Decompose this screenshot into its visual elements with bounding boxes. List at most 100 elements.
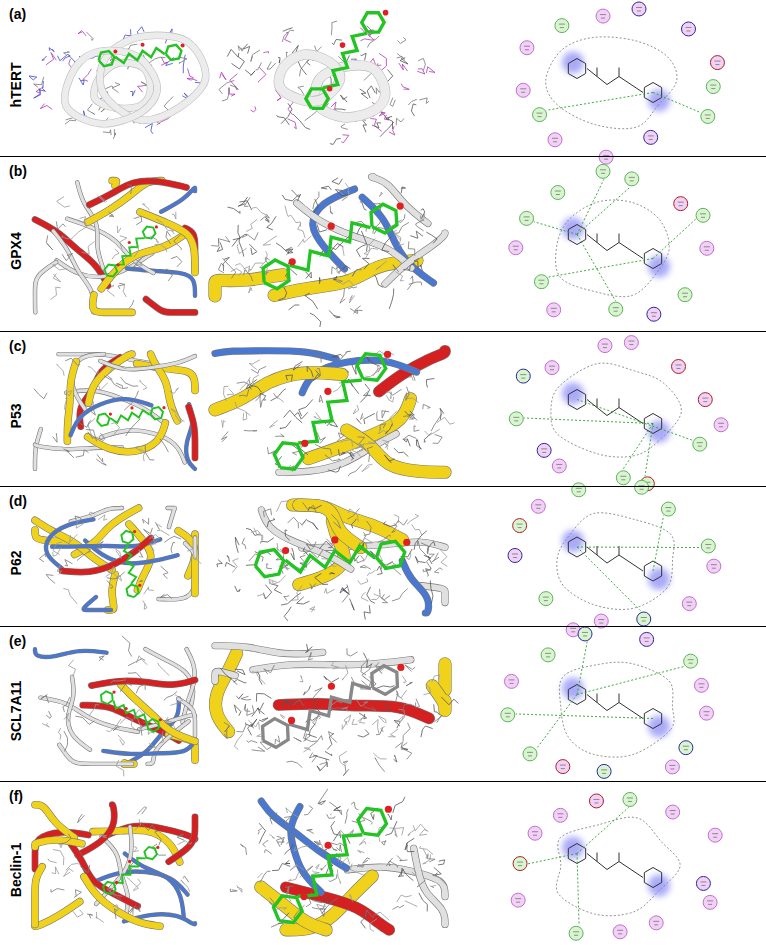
atom-stick: [402, 676, 406, 684]
atom-stick: [79, 78, 84, 85]
residue-mark: [630, 180, 634, 181]
atom-stick: [116, 760, 124, 777]
atom-stick: [327, 814, 335, 818]
atom-stick: [353, 405, 359, 414]
atom-stick: [420, 213, 425, 221]
ligand-ring: [147, 719, 159, 732]
atom-stick: [317, 841, 323, 849]
atom-stick: [165, 717, 175, 729]
atom-stick: [275, 434, 284, 437]
residue-mark: [708, 904, 712, 905]
loop-ribbon: [385, 233, 445, 284]
helix-ribbon: [78, 805, 115, 855]
atom-stick: [273, 575, 286, 584]
residue-disc: [597, 764, 611, 778]
atom-stick: [48, 859, 57, 863]
atom-stick: [317, 369, 320, 376]
residue-mark: [518, 865, 522, 866]
atom-stick: [342, 707, 349, 712]
atom-stick: [113, 905, 118, 913]
residue-mark: [702, 398, 708, 399]
oxygen-atom: [133, 530, 136, 533]
atom-stick: [137, 656, 148, 665]
atom-stick: [307, 520, 318, 529]
residue-disc: [710, 56, 724, 70]
atom-stick: [249, 360, 260, 370]
residue-mark: [700, 881, 706, 882]
protein-name: P53: [8, 403, 24, 428]
atom-stick: [351, 519, 356, 528]
residue-disc: [523, 747, 537, 761]
residue-mark: [614, 311, 618, 312]
atom-stick: [294, 737, 302, 741]
ligand-ring: [166, 45, 182, 60]
atom-stick: [360, 89, 368, 99]
atom-stick: [376, 261, 387, 270]
atom-stick: [371, 594, 379, 600]
atom-stick: [257, 594, 266, 598]
residue-mark: [705, 114, 711, 115]
atom-stick: [109, 212, 114, 217]
atom-stick: [434, 715, 442, 722]
atom-stick: [139, 550, 143, 558]
residue-mark: [719, 426, 723, 427]
atom-stick: [112, 249, 119, 259]
hbond-line: [534, 222, 577, 235]
atom-stick: [331, 514, 340, 528]
atom-stick: [64, 713, 69, 722]
atom-stick: [155, 522, 162, 530]
residue-mark: [628, 341, 634, 342]
atom-stick: [57, 54, 75, 62]
residue-mark: [552, 311, 556, 312]
atom-stick: [267, 62, 276, 69]
residue-mark: [593, 799, 599, 800]
atom-stick: [219, 80, 234, 93]
atom-stick: [249, 244, 256, 255]
atom-stick: [134, 846, 139, 851]
atom-stick: [294, 412, 308, 419]
atom-stick: [239, 389, 249, 397]
atom-stick: [107, 581, 113, 589]
helix-ribbon: [89, 181, 186, 205]
residue-mark: [517, 862, 523, 863]
atom-stick: [359, 838, 366, 845]
residue-disc: [624, 336, 638, 350]
loop-ribbon: [178, 699, 195, 737]
atom-stick: [63, 697, 70, 712]
atom-stick: [78, 814, 85, 823]
loop-ribbon: [100, 356, 195, 369]
atom-stick: [340, 587, 348, 594]
residue-mark: [557, 467, 561, 468]
atom-stick: [230, 85, 238, 90]
atom-stick: [63, 589, 77, 604]
atom-stick: [242, 44, 249, 54]
loop-ribbon: [159, 563, 195, 599]
atom-stick: [149, 743, 156, 748]
atom-stick: [289, 305, 300, 310]
atom-stick: [240, 844, 246, 855]
atom-stick: [364, 605, 370, 619]
atom-stick: [227, 207, 240, 213]
atom-stick: [405, 665, 415, 672]
atom-stick: [352, 719, 358, 724]
residue-mark: [712, 833, 718, 834]
residue-disc: [672, 359, 686, 373]
atom-stick: [117, 226, 121, 233]
atom-stick: [330, 814, 331, 816]
atom-stick: [241, 696, 251, 700]
atom-stick: [386, 395, 394, 402]
atom-stick: [269, 835, 274, 839]
residue-disc: [531, 499, 545, 513]
sheet-ribbon: [347, 430, 445, 472]
residue-disc: [501, 708, 515, 722]
atom-stick: [432, 875, 447, 885]
panel-letter: (b): [9, 163, 27, 179]
residue-mark: [535, 504, 541, 505]
atom-stick: [258, 67, 266, 82]
atom-stick: [106, 719, 120, 732]
residue-disc: [509, 412, 523, 426]
atom-stick: [299, 399, 313, 416]
atom-stick: [297, 597, 310, 604]
atom-stick: [233, 225, 241, 240]
atom-stick: [403, 439, 410, 446]
